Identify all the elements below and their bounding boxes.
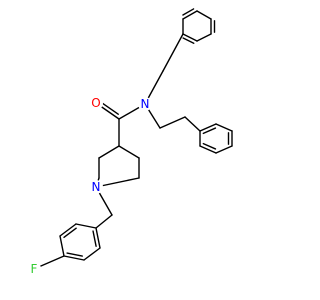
bond-b4-b5 [59, 235, 65, 257]
bond-t1-t2 [182, 33, 198, 42]
bond-p5-p4 [98, 145, 120, 159]
bond-t1-t2-double [182, 37, 195, 44]
bond-t2-t3 [196, 33, 212, 42]
bond-b3-b4-double [66, 252, 83, 257]
bond-e2-r1 [184, 116, 201, 132]
bond-p4-p3 [118, 145, 140, 159]
bond-b1-b2-double [92, 230, 97, 247]
piperidine-nitrogen-atom-label: N [92, 180, 101, 194]
bond-t5-t6 [182, 10, 198, 20]
bond-b3-b4 [63, 255, 85, 261]
bond-r1-r2 [199, 123, 217, 132]
bond-e1-e2 [159, 116, 186, 129]
fluorine-atom: F [27, 262, 41, 276]
bond-C7-O-double [100, 101, 119, 115]
bond-layer [33, 8, 233, 270]
bond-p2-pN [95, 177, 140, 188]
bond-r5-r6-double [202, 142, 217, 150]
oxygen-atom-label: O [91, 96, 100, 110]
molecule-structure-diagram: O N N F [27, 8, 233, 276]
bond-r4-r5 [215, 145, 233, 154]
bond-r2-r3 [215, 123, 233, 132]
bond-t1-bzCH2 [162, 33, 184, 72]
piperidine-nitrogen-atom: N [89, 180, 103, 194]
bond-b1-b2 [95, 227, 101, 249]
fluorine-atom-label: F [31, 262, 38, 276]
bond-b6-b1 [75, 223, 97, 229]
bond-r1-r2-double [202, 127, 217, 135]
atom-label-layer: O N N F [27, 96, 152, 276]
amide-nitrogen-atom: N [138, 97, 152, 111]
bond-b5-b6-double [63, 227, 77, 239]
oxygen-atom: O [89, 96, 103, 110]
bond-t5-t6-double [182, 8, 195, 16]
bond-r5-r6 [199, 145, 217, 154]
amide-nitrogen-atom-label: N [141, 97, 150, 111]
bond-fCH2-b1 [95, 214, 113, 229]
bond-t4-t5 [196, 10, 212, 20]
bond-b2-b3 [83, 247, 101, 261]
bond-b5-b6 [59, 223, 77, 237]
